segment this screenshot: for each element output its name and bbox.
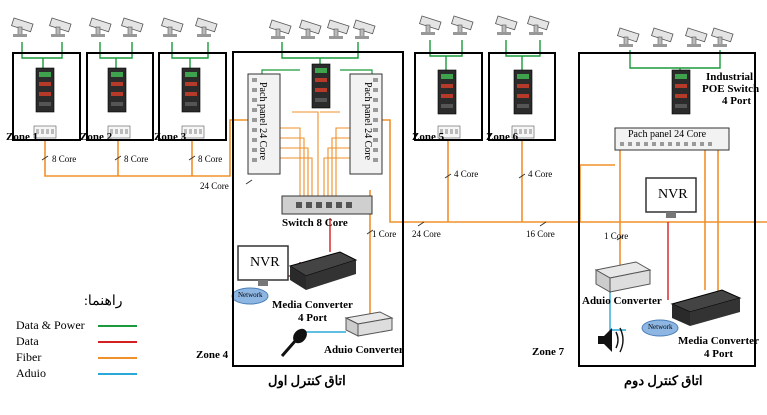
cable-z2-label: 8 Core xyxy=(124,154,149,164)
poe-switch-line1: Industrial xyxy=(706,71,754,83)
cable-mid-label: 24 Core xyxy=(412,229,441,239)
audio-converter1-label: Aduio Converter xyxy=(324,344,404,356)
zone3-box xyxy=(158,52,227,141)
media-converter2-line2: 4 Port xyxy=(704,348,734,360)
zone5-label: Zone 5 xyxy=(412,131,445,143)
cable-z6-label: 4 Core xyxy=(528,169,553,179)
zone4-label: Zone 4 xyxy=(196,349,229,361)
cable-z4-one-label: 1 Core xyxy=(372,229,397,239)
legend-title: راهنما: xyxy=(84,294,123,309)
cable-to-room2-label: 16 Core xyxy=(526,229,555,239)
poe-switch-line3: 4 Port xyxy=(722,95,752,107)
patch-panel-room2-label: Pach panel 24 Core xyxy=(628,129,707,140)
cable-z3-label: 8 Core xyxy=(198,154,223,164)
zone2-label: Zone 2 xyxy=(80,131,113,143)
patch-panel-left-label: Pach panel 24 Core xyxy=(257,82,268,161)
zone7-box xyxy=(578,52,756,367)
zone1-label: Zone 1 xyxy=(6,131,39,143)
media-converter2-line1: Media Converter xyxy=(678,335,759,347)
patch-panel-left xyxy=(247,73,281,175)
room2-title: اتاق کنترل دوم xyxy=(624,373,703,388)
zone5-box xyxy=(414,52,483,141)
zone1-box xyxy=(12,52,81,141)
zone2-box xyxy=(86,52,154,141)
audio-converter2-label: Aduio Converter xyxy=(582,295,662,307)
nvr2-monitor xyxy=(645,177,697,213)
network-cloud-2 xyxy=(641,319,679,337)
legend-data: Data xyxy=(16,334,39,348)
media-converter1-line1: Media Converter xyxy=(272,299,353,311)
network-label-1: Network xyxy=(238,291,263,299)
zone6-label: Zone 6 xyxy=(486,131,519,143)
nvr1-label: NVR xyxy=(250,255,280,270)
zone7-label: Zone 7 xyxy=(532,346,565,358)
nvr2-label: NVR xyxy=(658,187,688,202)
camera-group xyxy=(11,15,734,48)
cable-z5-label: 4 Core xyxy=(454,169,479,179)
switch-label: Switch 8 Core xyxy=(282,217,348,229)
cable-z1-label: 8 Core xyxy=(52,154,77,164)
poe-switch-line2: POE Switch xyxy=(702,83,760,95)
legend-audio: Aduio xyxy=(16,366,46,380)
zone4-box xyxy=(232,51,404,367)
zone3-label: Zone 3 xyxy=(154,131,187,143)
cable-room2-one-label: 1 Core xyxy=(604,231,629,241)
cable-trunk-left-label: 24 Core xyxy=(200,181,229,191)
media-converter1-line2: 4 Port xyxy=(298,312,328,324)
nvr1-monitor xyxy=(237,245,289,281)
network-label-2: Network xyxy=(648,323,673,331)
zone6-box xyxy=(488,52,556,141)
room1-title: اتاق کنترل اول xyxy=(268,373,346,388)
patch-panel-right-label: Pach panel 24 Core xyxy=(362,82,373,161)
legend-data-power: Data & Power xyxy=(16,318,85,332)
legend-fiber: Fiber xyxy=(16,350,42,364)
